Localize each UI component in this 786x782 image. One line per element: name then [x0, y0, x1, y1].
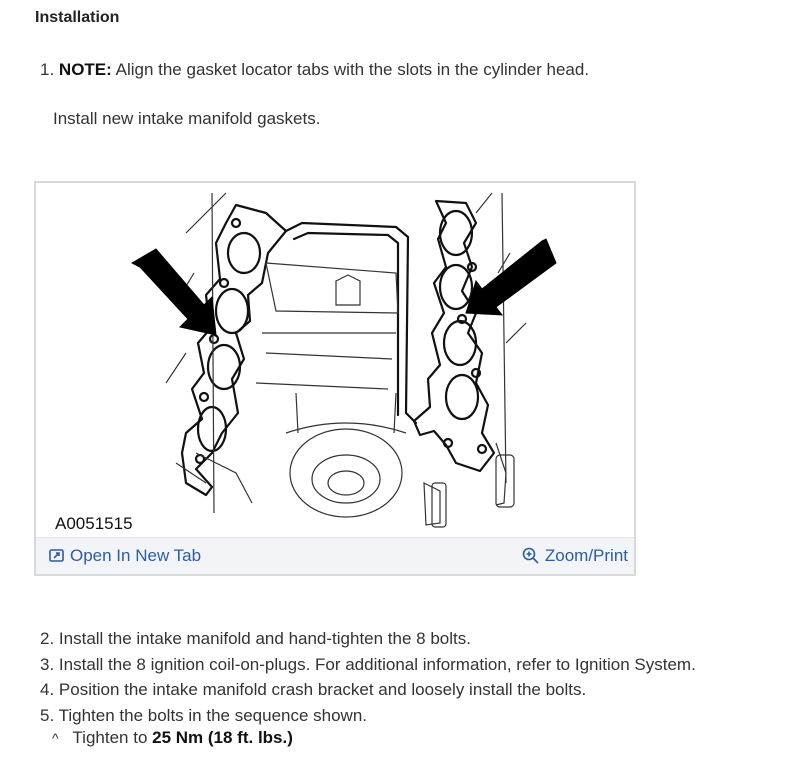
arrow-right-icon: [465, 238, 557, 316]
figure-id: A0051515: [55, 514, 133, 533]
step-number: 1.: [40, 60, 55, 79]
note-label: NOTE:: [58, 60, 112, 79]
open-in-new-tab-label: Open In New Tab: [70, 546, 202, 565]
arrow-left-icon: [130, 248, 217, 336]
engine-diagram: [130, 192, 557, 528]
zoom-icon: [522, 547, 539, 564]
step-1-instruction: Install new intake manifold gaskets.: [53, 109, 321, 128]
figure-panel: A0051515 Open In New Tab Zoom/Print: [34, 181, 636, 576]
torque-prefix: Tighten to: [72, 728, 148, 747]
step-row: 5. Tighten the bolts in the sequence sho…: [40, 705, 368, 725]
note-text: Align the gasket locator tabs with the s…: [115, 60, 590, 79]
open-in-new-tab-link[interactable]: Open In New Tab: [49, 546, 201, 566]
section-title: Installation: [35, 9, 120, 26]
steps-list: 2. Install the intake manifold and hand-…: [40, 626, 696, 728]
torque-substep: ^ Tighten to 25 Nm (18 ft. lbs.): [52, 728, 293, 748]
step-row: 2. Install the intake manifold and hand-…: [40, 629, 471, 648]
caret-icon: ^: [52, 730, 59, 746]
step-row: 4. Position the intake manifold crash br…: [40, 680, 587, 699]
zoom-print-link[interactable]: Zoom/Print: [522, 546, 628, 566]
zoom-print-label: Zoom/Print: [544, 546, 628, 565]
figure-toolbar: Open In New Tab Zoom/Print: [36, 537, 634, 574]
step-1-note: 1. NOTE: Align the gasket locator tabs w…: [40, 60, 589, 80]
step-row: 3. Install the 8 ignition coil-on-plugs.…: [40, 654, 696, 674]
open-new-tab-icon: [49, 549, 64, 562]
torque-value: 25 Nm (18 ft. lbs.): [152, 728, 293, 747]
